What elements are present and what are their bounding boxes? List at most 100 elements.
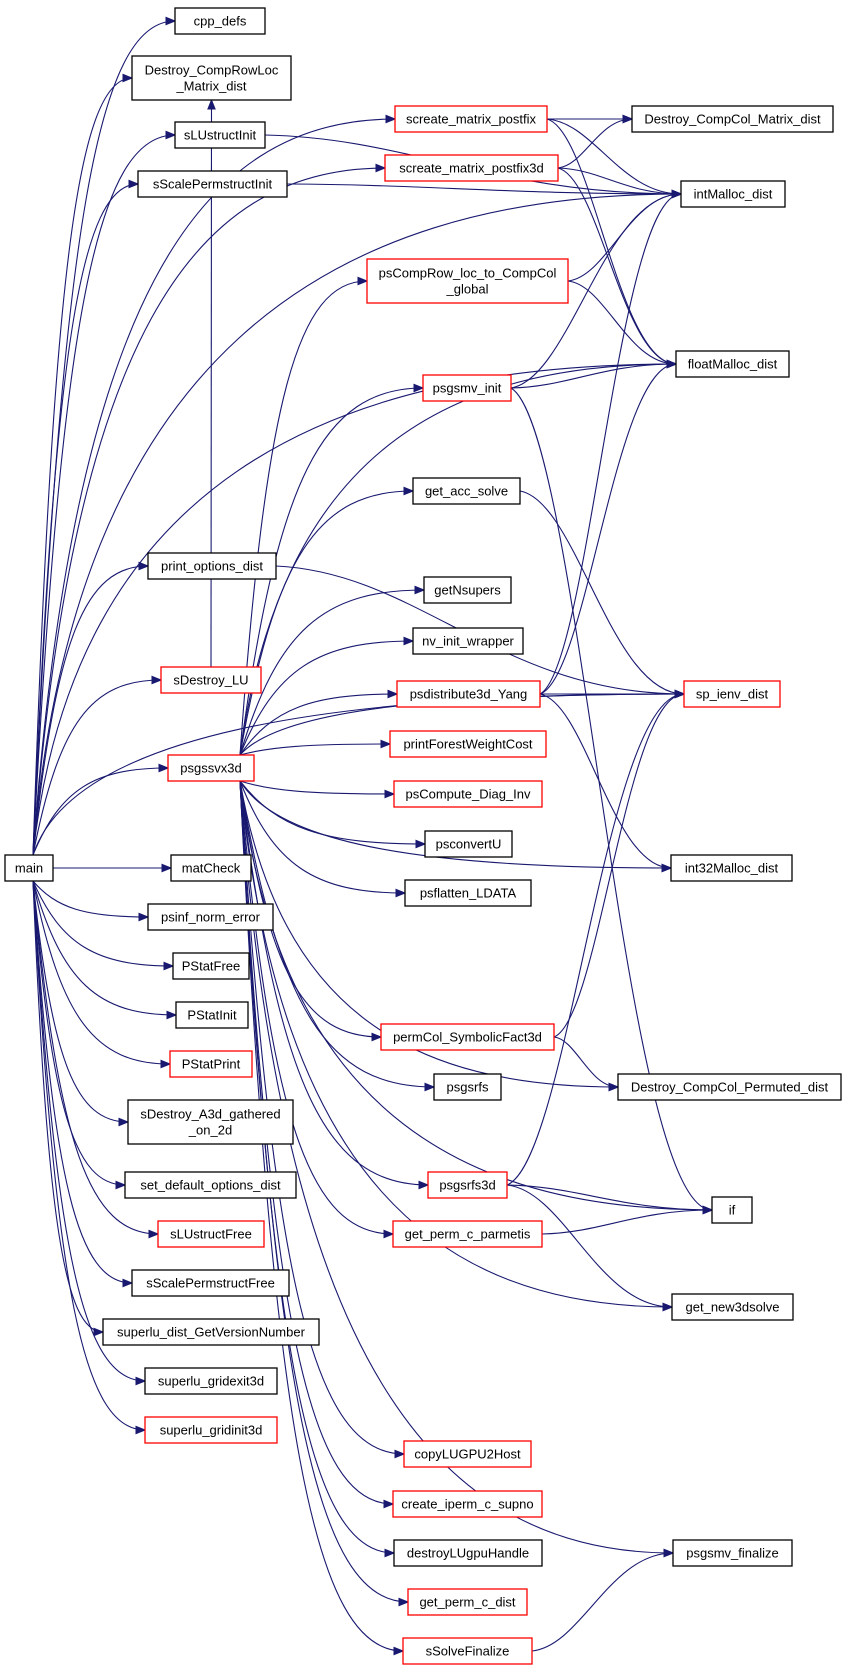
node-pstatprint[interactable]: PStatPrint <box>169 1050 253 1078</box>
node-pscomprow[interactable]: psCompRow_loc_to_CompCol_global <box>366 258 569 304</box>
node-box <box>147 552 277 580</box>
node-box <box>433 1073 502 1101</box>
node-psgssvx3d[interactable]: psgssvx3d <box>167 754 255 782</box>
edge-arrowhead <box>424 1082 436 1092</box>
edge-psgsrfs3d-to-if <box>506 1184 713 1211</box>
edge-arrowhead <box>663 1548 675 1558</box>
node-psconvertu[interactable]: psconvertU <box>424 830 513 858</box>
node-psgsmv-finalize[interactable]: psgsmv_finalize <box>672 1539 793 1567</box>
node-psgsmv-init[interactable]: psgsmv_init <box>422 374 512 402</box>
node-printforest[interactable]: printForestWeightCost <box>389 730 547 758</box>
node-label: get_acc_solve <box>425 484 508 499</box>
node-slustructfree[interactable]: sLUstructFree <box>157 1220 265 1248</box>
node-ssolvefinalize[interactable]: sSolveFinalize <box>402 1637 533 1665</box>
node-destroy-comprowloc[interactable]: Destroy_CompRowLoc_Matrix_dist <box>131 55 292 101</box>
node-destroylugpu[interactable]: destroyLUgpuHandle <box>393 1539 543 1567</box>
node-get-new3dsolve[interactable]: get_new3dsolve <box>671 1293 794 1321</box>
node-label: floatMalloc_dist <box>688 357 778 372</box>
node-pscompute-diag[interactable]: psCompute_Diag_Inv <box>393 780 543 808</box>
node-layer: main cpp_defsDestroy_CompRowLoc_Matrix_di… <box>4 7 842 1665</box>
node-label: main <box>15 861 43 876</box>
node-sscalepermstructinit[interactable]: sScalePermstructInit <box>137 170 288 198</box>
node-sdestroy-lu[interactable]: sDestroy_LU <box>160 666 262 694</box>
node-box <box>423 576 512 604</box>
node-getnsupers[interactable]: getNsupers <box>423 576 512 604</box>
node-get-perm-c-dist[interactable]: get_perm_c_dist <box>407 1588 528 1616</box>
node-slustructinit[interactable]: sLUstructInit <box>174 121 266 149</box>
edge-arrowhead <box>135 1425 147 1435</box>
node-box <box>670 854 793 882</box>
node-get-perm-c-parmetis[interactable]: get_perm_c_parmetis <box>392 1220 543 1248</box>
node-copylugpu[interactable]: copyLUGPU2Host <box>403 1440 532 1468</box>
node-superlu-version[interactable]: superlu_dist_GetVersionNumber <box>102 1318 320 1346</box>
node-main[interactable]: main <box>4 854 54 882</box>
edge-psgssvx3d-to-get-acc-solve <box>239 490 414 756</box>
edge-psgsrfs3d-to-sp-ienv <box>506 693 685 1186</box>
edge-main-to-psgssvx3d <box>32 767 169 856</box>
node-psgsrfs3d[interactable]: psgsrfs3d <box>427 1171 508 1199</box>
node-sscalepermstructfree[interactable]: sScalePermstructFree <box>131 1269 290 1297</box>
node-psdistribute[interactable]: psdistribute3d_Yang <box>396 680 541 708</box>
node-pstatfree[interactable]: PStatFree <box>172 952 250 980</box>
node-destroy-compcol-permuted[interactable]: Destroy_CompCol_Permuted_dist <box>617 1073 842 1101</box>
edge-sscalepermstructinit-to-intmalloc <box>286 183 682 195</box>
node-psinf-norm[interactable]: psinf_norm_error <box>147 903 274 931</box>
node-box <box>102 1318 320 1346</box>
node-get-acc-solve[interactable]: get_acc_solve <box>412 477 521 505</box>
node-sp-ienv[interactable]: sp_ienv_dist <box>683 680 781 708</box>
edge-screate-matrix-postfix-to-floatmalloc <box>546 118 677 365</box>
edge-psgssvx3d-to-psgsmv-init <box>239 387 424 756</box>
node-box <box>174 7 266 35</box>
edge-psgsmv-init-to-intmalloc <box>510 193 682 389</box>
edge-main-to-psinf-norm <box>32 880 149 918</box>
node-superlu-gridinit3d[interactable]: superlu_gridinit3d <box>144 1416 278 1444</box>
edge-psgssvx3d-to-pscompute-diag <box>239 780 395 795</box>
edge-psgssvx3d-to-destroy-compcol-permuted <box>239 780 619 1088</box>
node-pstatinit[interactable]: PStatInit <box>175 1001 249 1029</box>
node-matcheck[interactable]: matCheck <box>170 854 252 882</box>
edge-arrowhead <box>122 1278 134 1288</box>
node-create-iperm[interactable]: create_iperm_c_supno <box>392 1490 543 1518</box>
node-sdestroy-a3d[interactable]: sDestroy_A3d_gathered_on_2d <box>127 1099 294 1145</box>
edge-psgssvx3d-to-psconvertu <box>239 780 426 845</box>
edge-layer <box>32 16 714 1656</box>
node-intmalloc[interactable]: intMalloc_dist <box>680 180 786 208</box>
node-permcol[interactable]: permCol_SymbolicFact3d <box>380 1023 555 1051</box>
edge-main-to-slustructfree <box>32 880 159 1235</box>
edge-arrowhead <box>702 1205 714 1215</box>
edge-arrowhead <box>151 675 163 685</box>
edge-main-to-sp-ienv <box>32 693 685 856</box>
node-set-default-options[interactable]: set_default_options_dist <box>124 1171 297 1199</box>
node-screate-matrix-postfix[interactable]: screate_matrix_postfix <box>394 105 548 133</box>
node-psflatten[interactable]: psflatten_LDATA <box>404 879 532 907</box>
node-psgsrfs[interactable]: psgsrfs <box>433 1073 502 1101</box>
node-box <box>412 627 524 655</box>
node-label: superlu_dist_GetVersionNumber <box>117 1325 306 1340</box>
node-screate-matrix-postfix3d[interactable]: screate_matrix_postfix3d <box>384 154 559 182</box>
node-if[interactable]: if <box>711 1196 753 1224</box>
edge-psgssvx3d-to-get-perm-c-parmetis <box>239 780 394 1235</box>
node-int32malloc[interactable]: int32Malloc_dist <box>670 854 793 882</box>
node-label: psconvertU <box>436 837 502 852</box>
edge-arrowhead <box>394 1449 406 1459</box>
node-cpp-defs[interactable]: cpp_defs <box>174 7 266 35</box>
node-box <box>394 105 548 133</box>
edge-screate-matrix-postfix3d-to-floatmalloc <box>557 167 677 365</box>
node-label: psgsmv_finalize <box>686 1546 779 1561</box>
edge-main-to-sscalepermstructinit <box>32 183 139 856</box>
edge-arrowhead <box>138 561 150 571</box>
edge-psgssvx3d-to-get-new3dsolve <box>239 780 673 1308</box>
node-label: nv_init_wrapper <box>422 634 514 649</box>
node-print-options[interactable]: print_options_dist <box>147 552 277 580</box>
edge-arrowhead <box>383 1499 395 1509</box>
edge-psgssvx3d-to-psgsmv-finalize <box>239 780 674 1554</box>
node-label: Destroy_CompCol_Permuted_dist <box>631 1080 829 1095</box>
node-destroy-compcol-matrix[interactable]: Destroy_CompCol_Matrix_dist <box>631 105 834 133</box>
node-superlu-gridexit3d[interactable]: superlu_gridexit3d <box>144 1367 278 1395</box>
node-label: intMalloc_dist <box>694 187 773 202</box>
node-nv-init[interactable]: nv_init_wrapper <box>412 627 524 655</box>
edge-psgssvx3d-to-sp-ienv <box>239 693 685 756</box>
node-box <box>631 105 834 133</box>
node-floatmalloc[interactable]: floatMalloc_dist <box>675 350 790 378</box>
